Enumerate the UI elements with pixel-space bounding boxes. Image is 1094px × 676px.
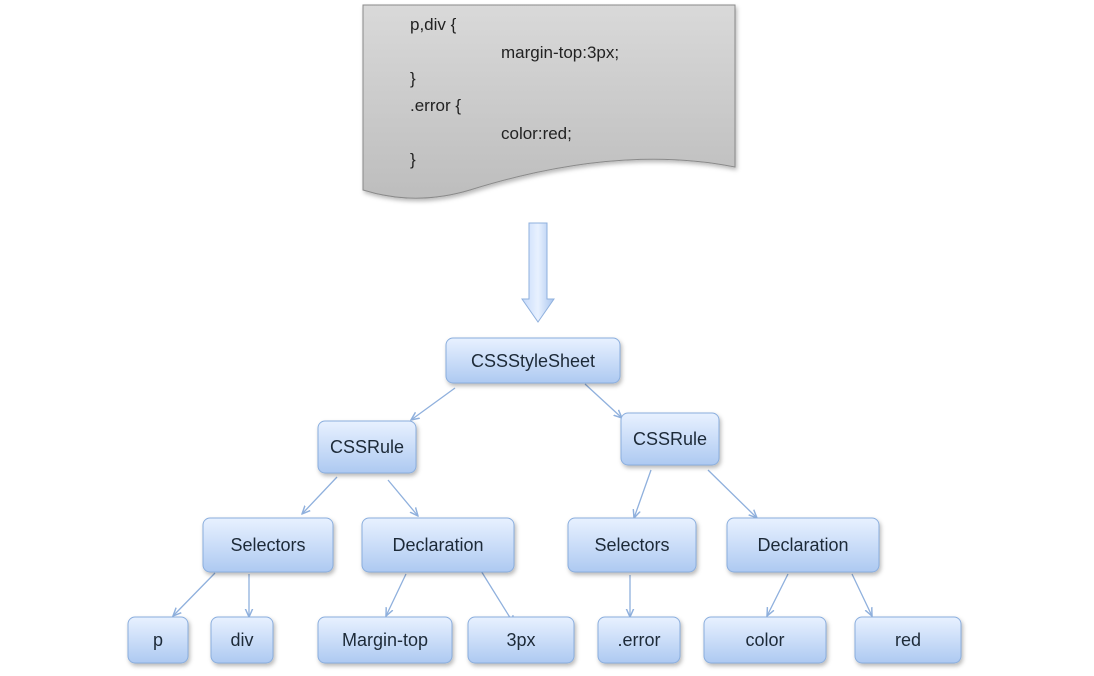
node-color: color — [703, 616, 827, 664]
node-p-label: p — [153, 630, 163, 650]
edge-declaration2-color — [767, 573, 789, 616]
tree-nodes: CSSStyleSheet CSSRule CSSRule Selectors … — [127, 337, 962, 664]
css-source-text: p,div { margin-top:3px; } .error { color… — [410, 15, 619, 169]
node-selectors-2: Selectors — [567, 517, 697, 573]
parse-arrow-icon — [521, 222, 555, 323]
doc-line-6: } — [410, 150, 416, 169]
node-selectors-2-label: Selectors — [594, 535, 669, 555]
edge-declaration2-red — [851, 573, 872, 616]
edge-root-rule2 — [584, 383, 622, 418]
node-declaration-1: Declaration — [361, 517, 515, 573]
node-declaration-2: Declaration — [726, 517, 880, 573]
doc-line-4: .error { — [410, 96, 461, 115]
node-red: red — [854, 616, 962, 664]
edge-root-rule1 — [411, 387, 456, 420]
node-div-label: div — [230, 630, 253, 650]
node-3px: 3px — [467, 616, 575, 664]
node-selectors-1-label: Selectors — [230, 535, 305, 555]
doc-line-2: margin-top:3px; — [501, 43, 619, 62]
node-selectors-1: Selectors — [202, 517, 334, 573]
node-div: div — [210, 616, 274, 664]
node-red-label: red — [895, 630, 921, 650]
edge-declaration1-3px — [477, 565, 514, 624]
node-p: p — [127, 616, 189, 664]
node-margin-top: Margin-top — [317, 616, 453, 664]
node-declaration-2-label: Declaration — [757, 535, 848, 555]
node-cssrule-1: CSSRule — [317, 420, 417, 474]
node-color-label: color — [745, 630, 784, 650]
edge-rule2-declaration — [707, 469, 757, 518]
node-cssstylesheet-label: CSSStyleSheet — [471, 351, 595, 371]
edge-declaration1-margin — [386, 573, 407, 616]
node-3px-label: 3px — [506, 630, 535, 650]
doc-line-3: } — [410, 69, 416, 88]
tree-connectors — [173, 383, 872, 624]
node-cssrule-1-label: CSSRule — [330, 437, 404, 457]
node-error: .error — [597, 616, 681, 664]
node-error-label: .error — [617, 630, 660, 650]
css-source-document — [362, 4, 736, 199]
node-cssrule-2: CSSRule — [620, 412, 720, 466]
edge-rule1-declaration — [387, 479, 418, 516]
node-declaration-1-label: Declaration — [392, 535, 483, 555]
node-cssstylesheet: CSSStyleSheet — [445, 337, 621, 384]
doc-line-5: color:red; — [501, 124, 572, 143]
edge-rule1-selectors — [302, 476, 338, 514]
node-cssrule-2-label: CSSRule — [633, 429, 707, 449]
doc-line-1: p,div { — [410, 15, 457, 34]
node-margin-top-label: Margin-top — [342, 630, 428, 650]
edge-selectors1-p — [173, 572, 216, 616]
edge-rule2-selectors — [634, 469, 652, 518]
